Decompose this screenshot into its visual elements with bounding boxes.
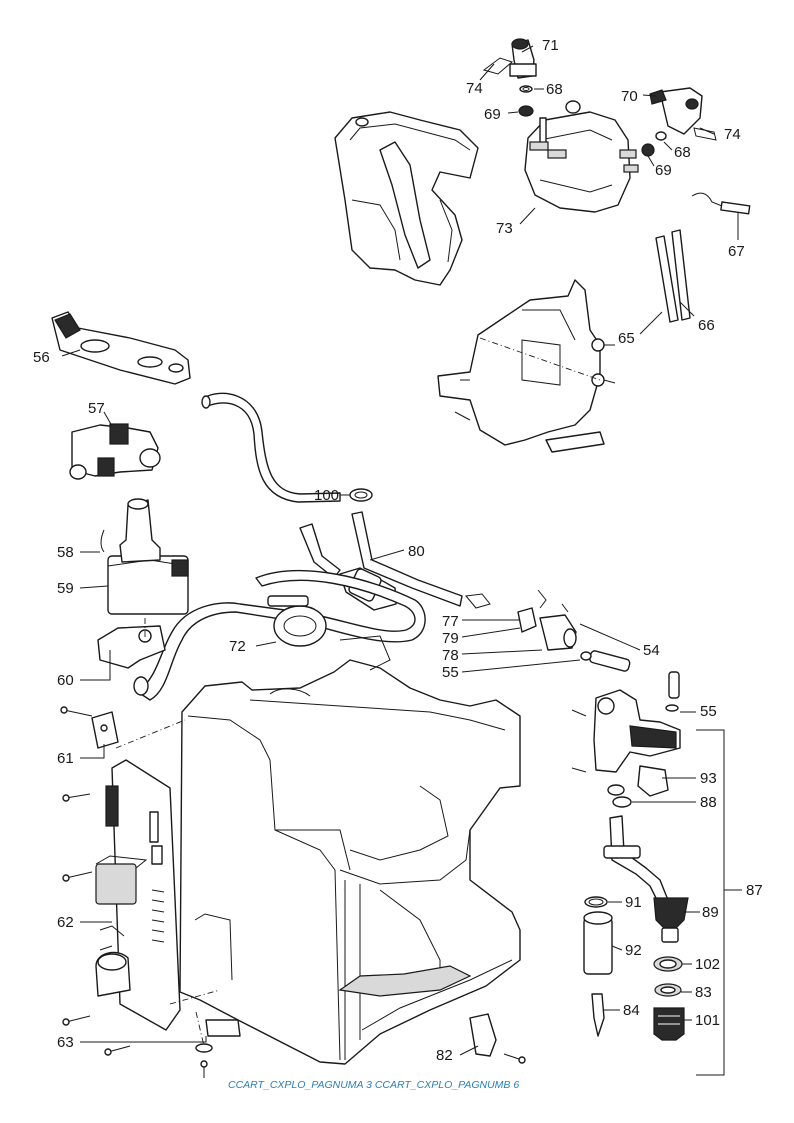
part-72	[267, 595, 327, 647]
clamp-100	[349, 488, 373, 502]
pump-59	[100, 498, 189, 615]
switch-63	[195, 1019, 241, 1053]
callout-68-top: 68	[546, 81, 563, 98]
pin-84	[591, 993, 605, 1037]
axis-line-bracket	[479, 337, 601, 381]
main-chassis-frame	[179, 635, 521, 1065]
callout-73: 73	[496, 220, 513, 237]
callout-84: 84	[623, 1002, 640, 1019]
ring-83	[654, 983, 682, 997]
callout-55-mid: 55	[442, 664, 459, 681]
callout-88: 88	[700, 794, 717, 811]
callout-82: 82	[436, 1047, 453, 1064]
mounting-bracket	[437, 279, 616, 453]
part-93	[637, 765, 669, 797]
callout-87: 87	[746, 882, 763, 899]
cluster-77-79	[465, 589, 631, 672]
nozzle-89	[653, 897, 689, 943]
callout-69-top: 69	[484, 106, 501, 123]
axis-line-61	[115, 719, 186, 749]
axis-line-63	[195, 1011, 205, 1047]
dispensing-valve-body	[571, 689, 681, 773]
callout-71: 71	[542, 37, 559, 54]
callout-93: 93	[700, 770, 717, 787]
callout-74-right: 74	[724, 126, 741, 143]
clip-61	[91, 711, 119, 749]
callout-77: 77	[442, 613, 459, 630]
callout-58: 58	[57, 544, 74, 561]
screws	[60, 706, 526, 1078]
axis-line-board	[169, 989, 221, 1005]
valve-70	[649, 87, 703, 135]
callout-101: 101	[695, 1012, 720, 1029]
hose-upper	[201, 392, 341, 503]
hose-80	[299, 511, 463, 607]
callout-60: 60	[57, 672, 74, 689]
callout-65: 65	[618, 330, 635, 347]
nozzle-cap-101	[653, 1007, 685, 1041]
callout-74-top: 74	[466, 80, 483, 97]
callout-78: 78	[442, 647, 459, 664]
callout-80: 80	[408, 543, 425, 560]
part-82	[469, 1013, 497, 1057]
callout-62: 62	[57, 914, 74, 931]
valve-57	[69, 423, 161, 480]
leader-lines	[61, 45, 742, 1076]
footer-page-code: CCART_CXPLO_PAGNUMA 3 CCART_CXPLO_PAGNUM…	[228, 1079, 519, 1091]
callout-68-right: 68	[674, 144, 691, 161]
pcb-board-62	[95, 759, 181, 1031]
callout-67: 67	[728, 243, 745, 260]
hose-lower-loop	[133, 569, 426, 701]
spout-tube	[603, 815, 669, 903]
sensor-67	[691, 192, 751, 215]
seals-88	[607, 784, 632, 808]
seal-69-top	[518, 105, 534, 117]
callout-69-right: 69	[655, 162, 672, 179]
callout-66: 66	[698, 317, 715, 334]
callout-100: 100	[314, 487, 339, 504]
callout-56: 56	[33, 349, 50, 366]
callout-92: 92	[625, 942, 642, 959]
callout-54: 54	[643, 642, 660, 659]
callout-57: 57	[88, 400, 105, 417]
callout-55-right: 55	[700, 703, 717, 720]
callout-63: 63	[57, 1034, 74, 1051]
clip-74-top	[482, 57, 513, 75]
callout-70: 70	[621, 88, 638, 105]
callout-91: 91	[625, 894, 642, 911]
boiler-bracket-housing	[334, 111, 479, 286]
tank-support-56	[51, 311, 191, 385]
callout-79: 79	[442, 630, 459, 647]
callout-61: 61	[57, 750, 74, 767]
callout-72: 72	[229, 638, 246, 655]
callout-89: 89	[702, 904, 719, 921]
callout-83: 83	[695, 984, 712, 1001]
callout-102: 102	[695, 956, 720, 973]
ring-91	[584, 896, 608, 908]
connector-55-right	[665, 671, 680, 712]
rods-65-66	[655, 229, 691, 323]
seal-69-right	[641, 143, 655, 157]
callout-labels: 71 74 68 69 70 74 68 69 73 67 65 66 56 5…	[33, 37, 763, 1064]
callout-59: 59	[57, 580, 74, 597]
pump-support-60	[97, 625, 166, 669]
ring-68-top	[519, 85, 533, 93]
tube-92	[583, 911, 613, 975]
valve-71	[509, 38, 537, 79]
ring-68-right	[655, 131, 667, 141]
boiler-73	[524, 100, 639, 213]
ring-102	[653, 956, 683, 972]
